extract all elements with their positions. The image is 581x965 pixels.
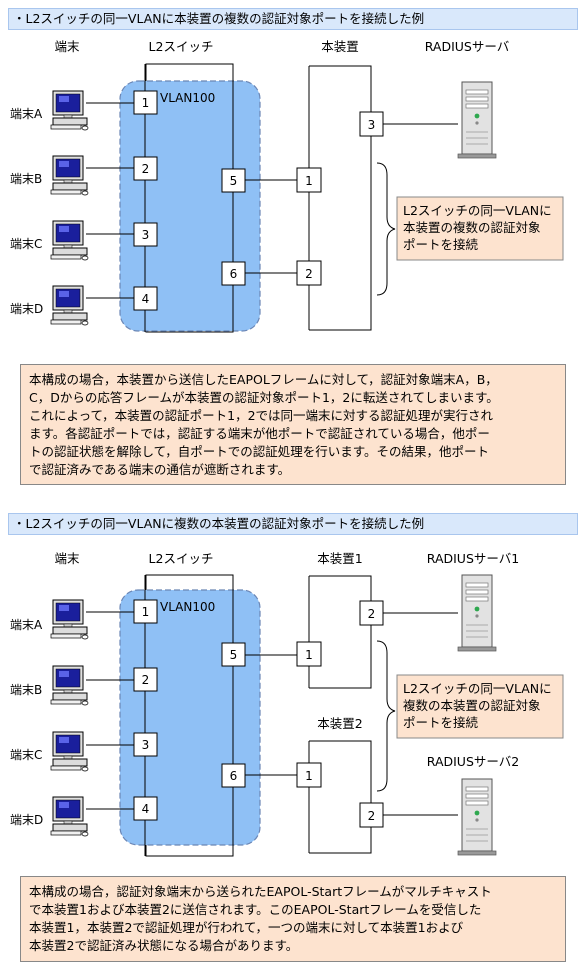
pc-terminal-icon [50, 90, 89, 131]
svg-text:2: 2 [142, 162, 150, 176]
svg-text:1: 1 [305, 648, 313, 662]
s2-callout [396, 674, 564, 739]
svg-text:3: 3 [142, 228, 150, 242]
s1-header-device: 本装置 [321, 39, 359, 54]
s2-device-1 [309, 575, 372, 601]
s2-header-radius1: RADIUSサーバ1 [427, 551, 519, 566]
svg-text:端末D: 端末D [10, 302, 43, 316]
svg-text:端末C: 端末C [10, 237, 42, 251]
s2-vlan-label: VLAN100 [160, 600, 215, 614]
svg-text:2: 2 [142, 673, 150, 687]
svg-text:ポートを接続: ポートを接続 [403, 237, 479, 252]
s2-switch-port-3 [133, 732, 158, 757]
s1-note: 本構成の場合，本装置から送信したEAPOLフレームに対して，認証対象端末A，B，… [20, 364, 566, 485]
s1-switch-port-4 [133, 286, 158, 311]
svg-text:L2スイッチの同一VLANに: L2スイッチの同一VLANに [403, 681, 552, 696]
s1-terminal-b: 端末B [10, 155, 89, 196]
svg-text:1: 1 [142, 605, 150, 619]
s2-device1-port-1 [296, 641, 322, 667]
section2-title: ・L2スイッチの同一VLANに複数の本装置の認証対象ポートを接続した例 [8, 513, 578, 535]
svg-text:端末B: 端末B [10, 683, 42, 697]
svg-text:端末C: 端末C [10, 748, 42, 762]
svg-text:本装置の複数の認証対象: 本装置の複数の認証対象 [403, 220, 541, 235]
s2-switch-port-4 [133, 796, 158, 821]
s2-header-device1: 本装置1 [317, 551, 362, 566]
svg-text:L2スイッチの同一VLANに: L2スイッチの同一VLANに [403, 203, 552, 218]
s1-header-switch: L2スイッチ [149, 39, 214, 54]
svg-text:5: 5 [230, 174, 238, 188]
s2-note: 本構成の場合，認証対象端末から送られたEAPOL-Startフレームがマルチキャ… [20, 876, 566, 962]
section1-diagram: 端末 L2スイッチ 本装置 RADIUSサーバ VLAN100 端末A 端末B … [10, 39, 564, 333]
s2-header-switch: L2スイッチ [149, 551, 214, 566]
pc-terminal-icon [50, 220, 89, 261]
pc-terminal-icon [50, 731, 89, 772]
s2-device2-port-1 [296, 762, 322, 788]
svg-text:1: 1 [142, 96, 150, 110]
s2-header-terminal: 端末 [54, 551, 80, 566]
svg-text:端末A: 端末A [10, 618, 43, 632]
pc-terminal-icon [50, 155, 89, 196]
svg-text:複数の本装置の認証対象: 複数の本装置の認証対象 [403, 698, 541, 713]
s1-brace [376, 162, 396, 296]
s1-device-port-2 [296, 260, 322, 286]
s2-header-radius2: RADIUSサーバ2 [427, 754, 519, 769]
server-tower-icon [457, 778, 497, 856]
s2-switch-port-1 [133, 599, 158, 624]
s1-callout [396, 196, 564, 261]
svg-text:3: 3 [142, 738, 150, 752]
s2-terminal-b: 端末B [10, 665, 89, 706]
s2-device-2 [309, 740, 372, 803]
s1-switch-port-3 [133, 222, 158, 247]
s1-switch-port-2 [133, 156, 158, 181]
s1-switch-port-1 [133, 90, 158, 115]
section1-title: ・L2スイッチの同一VLANに本装置の複数の認証対象ポートを接続した例 [8, 8, 578, 30]
s2-terminal-a: 端末A [10, 599, 89, 640]
svg-text:2: 2 [368, 809, 376, 823]
s1-header-terminal: 端末 [54, 39, 80, 54]
server-tower-icon [457, 81, 497, 159]
section2-diagram: 端末 L2スイッチ 本装置1 RADIUSサーバ1 本装置2 RADIUSサーバ… [10, 551, 564, 857]
s1-vlan-label: VLAN100 [160, 91, 215, 105]
svg-text:端末A: 端末A [10, 107, 43, 121]
svg-text:2: 2 [305, 267, 313, 281]
svg-text:1: 1 [305, 769, 313, 783]
s1-header-radius: RADIUSサーバ [425, 39, 510, 54]
s2-terminal-d: 端末D [10, 796, 89, 837]
server-tower-icon [457, 574, 497, 652]
svg-text:端末D: 端末D [10, 813, 43, 827]
s2-header-device2: 本装置2 [317, 716, 362, 731]
s2-terminal-c: 端末C [10, 731, 89, 772]
svg-text:5: 5 [230, 648, 238, 662]
svg-text:4: 4 [142, 802, 150, 816]
svg-text:6: 6 [230, 267, 238, 281]
pc-terminal-icon [50, 285, 89, 326]
svg-text:ポートを接続: ポートを接続 [403, 715, 479, 730]
s1-terminal-a: 端末A [10, 90, 89, 131]
svg-text:2: 2 [368, 607, 376, 621]
pc-terminal-icon [50, 796, 89, 837]
s1-terminal-c: 端末C [10, 220, 89, 261]
s1-device-port-1 [296, 167, 322, 193]
svg-text:4: 4 [142, 292, 150, 306]
svg-text:3: 3 [368, 118, 376, 132]
svg-text:6: 6 [230, 769, 238, 783]
s2-brace [376, 640, 396, 792]
svg-text:端末B: 端末B [10, 172, 42, 186]
pc-terminal-icon [50, 599, 89, 640]
s2-switch-port-2 [133, 667, 158, 692]
pc-terminal-icon [50, 665, 89, 706]
s1-terminal-d: 端末D [10, 285, 89, 326]
svg-text:1: 1 [305, 174, 313, 188]
